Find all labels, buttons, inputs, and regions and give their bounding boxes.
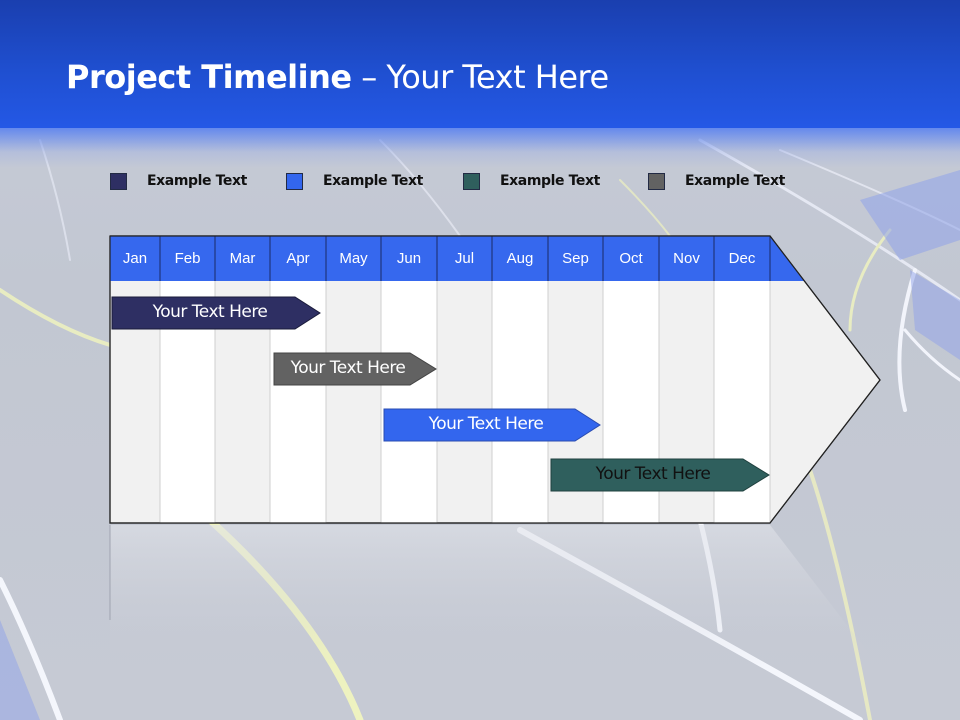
task-arrow-3 [383,408,601,442]
legend-item-3: Example Text [463,171,600,191]
task-arrow-4 [550,458,770,492]
legend-item-2: Example Text [286,171,423,191]
month-jul: Jul [454,250,475,267]
task-arrow-1 [111,296,321,330]
month-oct: Oct [619,250,643,267]
page-title-bold: Project Timeline [66,58,352,96]
column-stripes [160,281,770,523]
legend-swatch-navy [110,172,127,190]
month-nov: Nov [673,250,700,267]
month-aug: Aug [506,250,534,267]
task-arrow-2 [273,352,437,386]
month-apr: Apr [286,250,310,267]
month-feb: Feb [174,250,201,267]
page-title: Project Timeline – Your Text Here [66,58,609,96]
task-label-1: Your Text Here [152,302,268,322]
month-jun: Jun [396,250,422,267]
legend-label: Example Text [500,173,600,189]
month-may: May [339,250,368,267]
month-mar: Mar [229,250,256,267]
legend-label: Example Text [147,173,247,189]
legend-swatch-gray [648,172,665,190]
legend-item-4: Example Text [648,171,785,191]
task-label-3: Your Text Here [428,414,544,434]
legend-swatch-blue [286,172,303,190]
legend-label: Example Text [685,173,785,189]
task-label-4: Your Text Here [595,464,711,484]
legend-swatch-teal [463,172,480,190]
title-bar-fade [0,128,960,168]
month-dec: Dec [728,250,756,267]
page-title-subtitle: – Your Text Here [351,58,609,96]
month-jan: Jan [122,250,148,267]
month-sep: Sep [562,250,589,267]
title-bar [0,0,960,128]
legend-label: Example Text [323,173,423,189]
legend-item-1: Example Text [110,171,247,191]
task-label-2: Your Text Here [290,358,406,378]
